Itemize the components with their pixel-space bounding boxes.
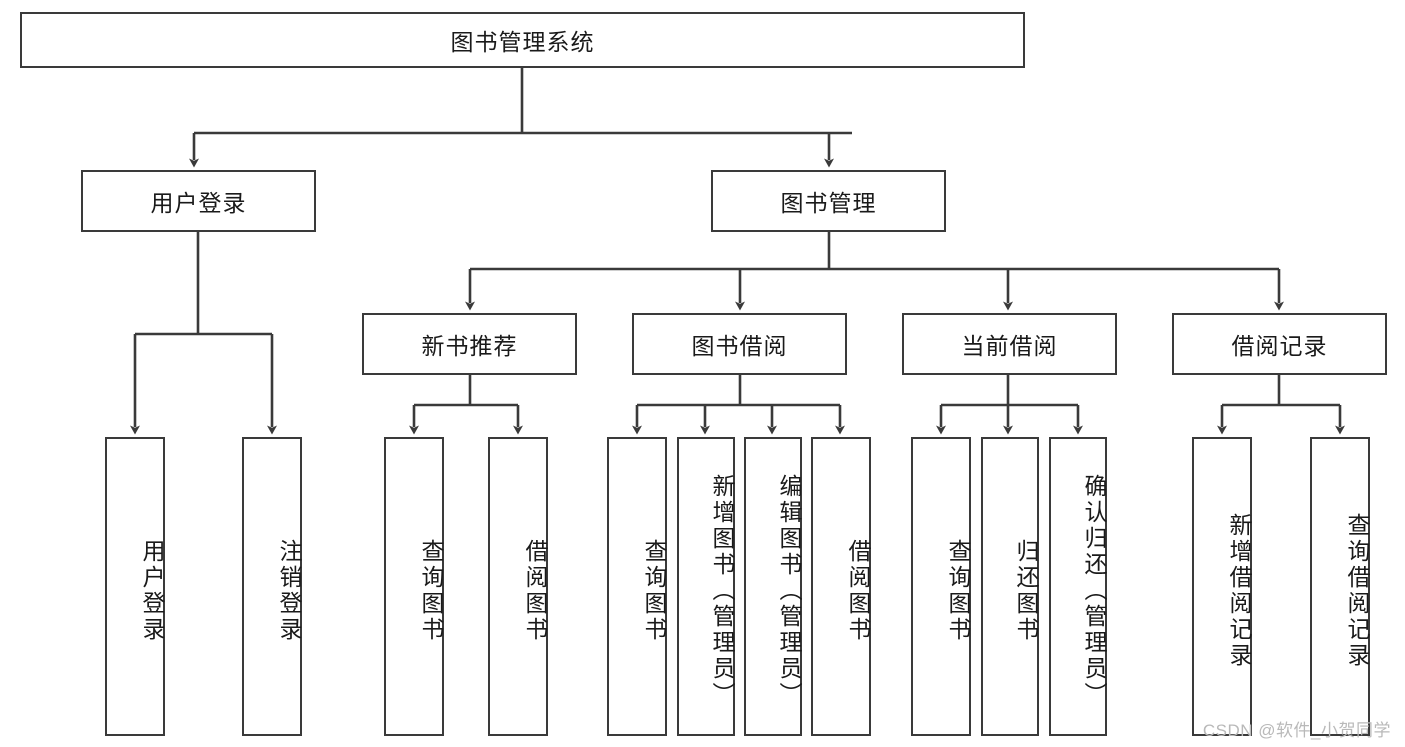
csdn-watermark: CSDN @软件_小贺同学 [1202,721,1391,740]
node-current-borrow[interactable]: 当前借阅 [902,313,1117,375]
node-user-login[interactable]: 用户登录 [81,170,316,232]
node-label: 查询图书 [945,538,971,643]
node-label: 查询图书 [418,538,444,643]
node-new-book-recommend[interactable]: 新书推荐 [362,313,577,375]
leaf-book-borrow-query-book[interactable]: 查询图书 [607,437,667,736]
leaf-new-book-query-book[interactable]: 查询图书 [384,437,444,736]
node-label: 用户登录 [139,538,165,643]
node-label: 注销登录 [276,538,302,643]
node-label: 图书借阅 [691,333,788,359]
node-borrow-record[interactable]: 借阅记录 [1172,313,1387,375]
leaf-current-borrow-return-book[interactable]: 归还图书 [981,437,1039,736]
leaf-current-borrow-query-book[interactable]: 查询图书 [911,437,971,736]
node-label: 确认归还（管理员） [1081,473,1107,708]
leaf-borrow-record-add-record[interactable]: 新增借阅记录 [1192,437,1252,736]
node-label: 用户登录 [150,190,247,216]
node-label: 新书推荐 [421,333,518,359]
node-label: 归还图书 [1013,538,1039,643]
leaf-user-login-do-login[interactable]: 用户登录 [105,437,165,736]
node-label: 图书管理 [780,190,877,216]
node-label: 查询图书 [641,538,667,643]
node-label: 借阅图书 [522,538,548,643]
node-label: 查询借阅记录 [1344,512,1370,669]
node-label: 借阅图书 [845,538,871,643]
leaf-book-borrow-borrow-book[interactable]: 借阅图书 [811,437,871,736]
leaf-user-login-logout[interactable]: 注销登录 [242,437,302,736]
node-label: 当前借阅 [961,333,1058,359]
leaf-book-borrow-add-book-admin[interactable]: 新增图书（管理员） [677,437,735,736]
node-label: 编辑图书（管理员） [776,473,802,708]
node-label: 新增图书（管理员） [709,473,735,708]
leaf-borrow-record-query-record[interactable]: 查询借阅记录 [1310,437,1370,736]
node-label: 新增借阅记录 [1226,512,1252,669]
node-label: 图书管理系统 [450,29,595,55]
node-book-management[interactable]: 图书管理 [711,170,946,232]
node-book-borrow[interactable]: 图书借阅 [632,313,847,375]
leaf-new-book-borrow-book[interactable]: 借阅图书 [488,437,548,736]
leaf-current-borrow-confirm-return-admin[interactable]: 确认归还（管理员） [1049,437,1107,736]
node-root-book-management-system[interactable]: 图书管理系统 [20,12,1025,68]
node-label: 借阅记录 [1231,333,1328,359]
leaf-book-borrow-edit-book-admin[interactable]: 编辑图书（管理员） [744,437,802,736]
